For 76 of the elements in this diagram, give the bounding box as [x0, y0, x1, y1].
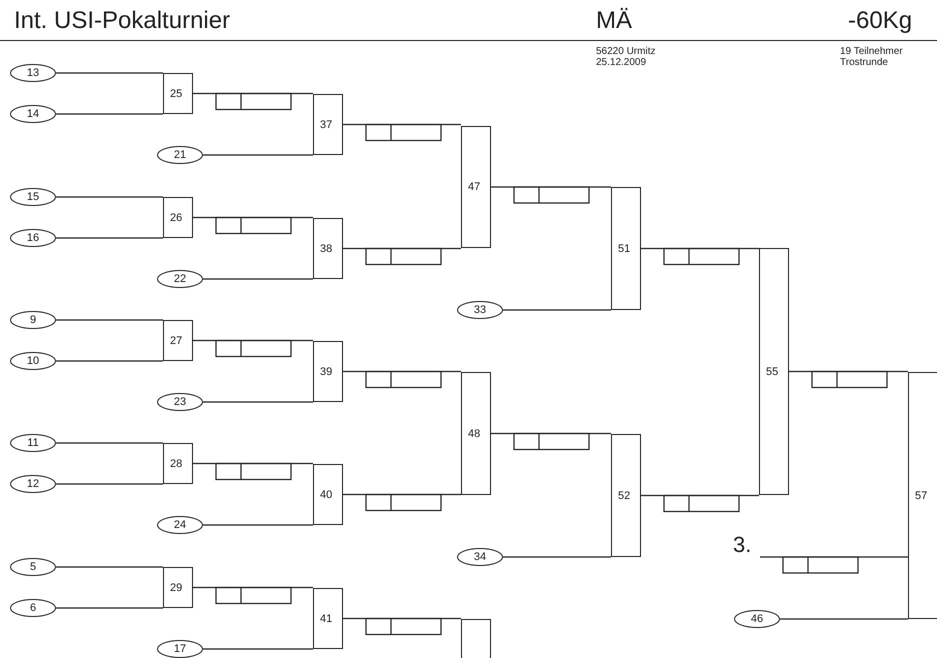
match-box: 28 [163, 443, 193, 484]
match-box: 37 [313, 94, 343, 155]
bracket-line [56, 113, 163, 115]
bracket-line [56, 442, 163, 444]
bracket-line [203, 401, 313, 403]
round-name-text: Trostrunde [840, 57, 888, 68]
number-oval: 24 [157, 516, 203, 534]
number-oval: 34 [457, 548, 503, 566]
match-box: 51 [611, 187, 641, 310]
bracket-line [56, 196, 163, 198]
match-box: 29 [163, 567, 193, 608]
bracket-line [641, 248, 759, 250]
weight-class-label: -60Kg [848, 8, 912, 34]
bracket-line [760, 556, 908, 558]
bracket-line [343, 248, 461, 250]
bracket-line [789, 370, 908, 372]
number-oval: 22 [157, 270, 203, 288]
number-oval: 16 [10, 229, 56, 247]
match-box: 40 [313, 464, 343, 525]
match-box: 57 [908, 372, 937, 619]
bracket-line [56, 72, 163, 74]
bracket-line [491, 432, 611, 434]
match-box: 25 [163, 73, 193, 114]
bracket-line [56, 483, 163, 485]
bracket-line [641, 494, 759, 496]
match-box: 47 [461, 126, 491, 248]
bracket-line [491, 186, 611, 188]
match-box: 55 [759, 248, 789, 495]
number-oval: 10 [10, 352, 56, 370]
match-box: 48 [461, 372, 491, 495]
bracket-line [193, 462, 313, 464]
bracket-line [193, 340, 313, 342]
bracket-line [203, 524, 313, 526]
number-oval: 5 [10, 558, 56, 576]
number-oval: 23 [157, 393, 203, 411]
number-oval: 21 [157, 146, 203, 164]
bracket-line [343, 618, 461, 620]
category-label: MÄ [596, 8, 632, 34]
match-box: 27 [163, 320, 193, 361]
number-oval: 14 [10, 105, 56, 123]
bracket-line [193, 586, 313, 588]
bracket-line [193, 216, 313, 218]
bracket-line [203, 154, 313, 156]
number-oval: 13 [10, 64, 56, 82]
bracket-line [56, 566, 163, 568]
number-oval: 11 [10, 434, 56, 452]
bracket-line [343, 370, 461, 372]
title: Int. USI-Pokalturnier [14, 8, 230, 34]
number-oval: 6 [10, 599, 56, 617]
bracket-line [503, 556, 611, 558]
match-box: 52 [611, 434, 641, 557]
place-label: 3. [733, 533, 760, 557]
bracket-line [503, 309, 611, 311]
date-text: 25.12.2009 [596, 57, 646, 68]
number-oval: 33 [457, 301, 503, 319]
bracket-line [343, 494, 461, 496]
bracket-line [56, 360, 163, 362]
number-oval: 46 [734, 610, 780, 628]
match-box: 39 [313, 341, 343, 402]
bracket-line [193, 92, 313, 94]
number-oval: 17 [157, 640, 203, 658]
bracket-line [203, 278, 313, 280]
venue-text: 56220 Urmitz [596, 46, 656, 57]
bracket-line [203, 648, 313, 650]
match-box: 38 [313, 218, 343, 279]
match-box: 26 [163, 197, 193, 238]
bracket-line [56, 607, 163, 609]
number-oval: 9 [10, 311, 56, 329]
number-oval: 12 [10, 475, 56, 493]
bracket-line [780, 618, 908, 620]
bracket-line [56, 319, 163, 321]
bracket-line [56, 237, 163, 239]
number-oval: 15 [10, 188, 56, 206]
match-box: 41 [313, 588, 343, 649]
participant-count-text: 19 Teilnehmer [840, 46, 903, 57]
bracket-line [343, 124, 461, 126]
